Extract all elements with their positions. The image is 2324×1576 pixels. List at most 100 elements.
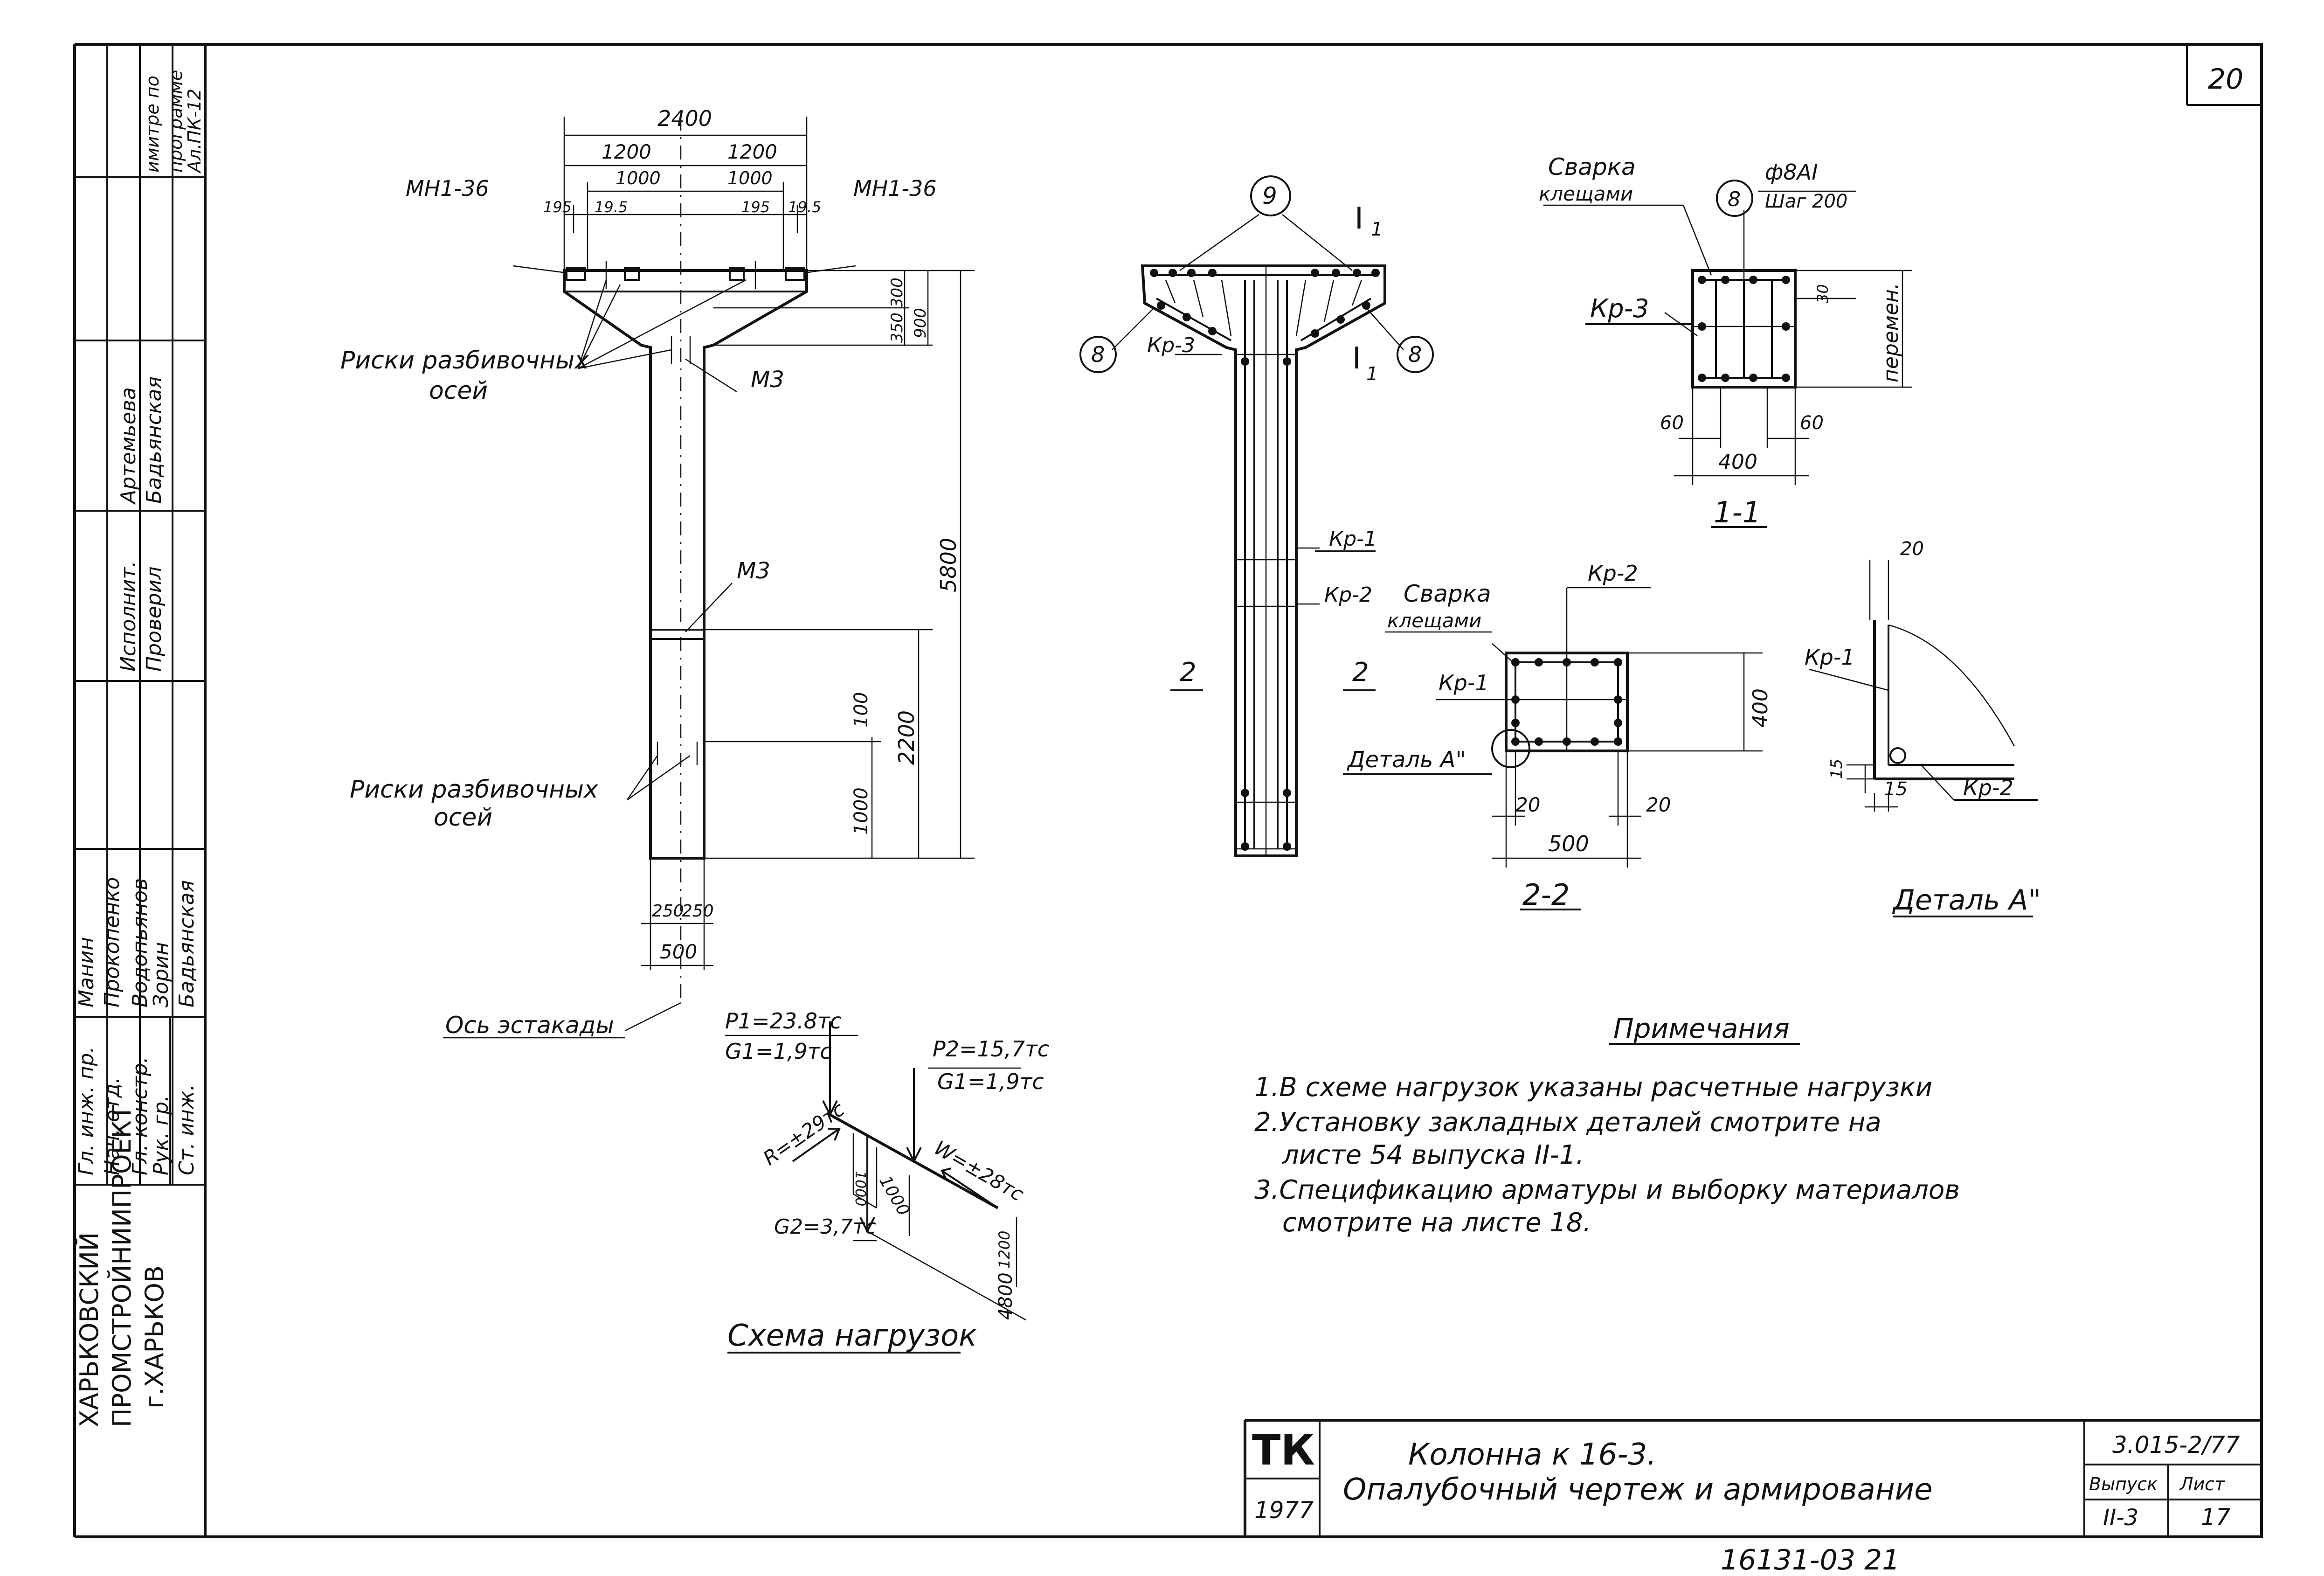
section-1-1-drawing xyxy=(1543,190,1912,528)
s11-weld: Сварка xyxy=(1548,153,1636,181)
marker-9-circle xyxy=(1250,175,1291,216)
ls-p1: P1=23.8тс xyxy=(725,1008,842,1034)
ls-title: Схема нагрузок xyxy=(727,1319,977,1353)
section-2-left: 2 xyxy=(1180,657,1197,687)
s22-dim-20-right: 20 xyxy=(1646,793,1671,816)
dim-250-right: 250 xyxy=(682,902,714,921)
s11-dim-60-left: 60 xyxy=(1660,412,1684,434)
tb-line1: Колонна к 16-3. xyxy=(1408,1437,1657,1472)
dim-5800: 5800 xyxy=(936,538,961,592)
tb-line2: Опалубочный чертеж и армирование xyxy=(1343,1472,1933,1507)
side-stamp xyxy=(75,44,205,1186)
load-scheme-drawing xyxy=(725,1021,1026,1354)
s11-pitch: Шаг 200 xyxy=(1765,191,1847,212)
s22-weld-2: клещами xyxy=(1387,609,1481,632)
ls-g2: G2=3,7тс xyxy=(774,1215,876,1239)
sheet-frame xyxy=(73,43,2263,1538)
tb-list-label: Лист xyxy=(2179,1474,2226,1494)
kr3-label-view: Кр-3 xyxy=(1147,333,1195,357)
section-2-2-drawing xyxy=(1436,587,1763,910)
stamp-frag-6: программе xyxy=(166,70,186,173)
note-1: 1.В схеме нагрузок указаны расчетные наг… xyxy=(1254,1072,1932,1103)
stamp-role-1: Гл. инж. пр. xyxy=(75,1047,98,1175)
s11-dim-60-right: 60 xyxy=(1800,412,1824,434)
note-2: 2.Установку закладных деталей смотрите н… xyxy=(1254,1107,1881,1138)
da-kr2: Кр-2 xyxy=(1963,775,2013,800)
dim-1200-right: 1200 xyxy=(727,140,777,163)
section-mark-top: I xyxy=(1355,201,1363,236)
s22-dim-20-left: 20 xyxy=(1515,793,1540,816)
dim-19.5-right: 19.5 xyxy=(788,198,821,216)
stamp-frag-5: имитре по xyxy=(142,76,163,173)
stamp-org-3: г.ХАРЬКОВ xyxy=(140,1265,169,1409)
dim-2400: 2400 xyxy=(657,106,712,131)
stamp-name-5: Бадьянская xyxy=(175,880,199,1007)
stamp-frag-2: Проверил xyxy=(142,566,166,672)
marker-8-left: 8 xyxy=(1091,342,1105,367)
embed-label-left: МН1-36 xyxy=(406,176,489,201)
dim-350: 350 xyxy=(888,312,906,343)
da-dim-20: 20 xyxy=(1900,538,1924,560)
embed-label-right: МН1-36 xyxy=(853,176,937,201)
da-dim-15-h: 15 xyxy=(1884,778,1908,800)
title-block xyxy=(1244,1419,2262,1537)
marker-8-right-circle xyxy=(1397,336,1434,373)
s11-kr3: Кр-3 xyxy=(1590,294,1649,323)
section-mark-top-sub: 1 xyxy=(1371,219,1383,240)
m3-label-top: М3 xyxy=(751,367,784,393)
m3-label-mid: М3 xyxy=(737,558,770,584)
s22-dim-400: 400 xyxy=(1749,688,1772,728)
stamp-role-5: Ст. инж. xyxy=(175,1084,199,1175)
stamp-frag-7: Ал.ПК-12 xyxy=(184,89,205,174)
stamp-frag-1: Исполнит. xyxy=(117,561,140,672)
reinforcement-dots xyxy=(1150,269,1380,851)
stamp-frag-3: Артемьева xyxy=(117,387,140,505)
ls-d1: 1000 xyxy=(852,1171,868,1206)
da-dim-15-v: 15 xyxy=(1827,759,1846,779)
note-3b: смотрите на листе 18. xyxy=(1282,1208,1591,1238)
tb-vypusk-label: Выпуск xyxy=(2089,1474,2158,1494)
stamp-frag-4: Бадьянская xyxy=(142,376,166,504)
stamp-org-1: ХАРЬКОВСКИЙ xyxy=(75,1232,104,1427)
dim-195-right: 195 xyxy=(741,198,770,216)
s11-variable: перемен. xyxy=(1879,283,1903,382)
column-elevation xyxy=(512,117,975,1032)
dim-900: 900 xyxy=(911,308,930,338)
archive-number: 16131-03 21 xyxy=(1721,1544,1900,1576)
stamp-name-3: Водопьянов xyxy=(128,878,152,1007)
dim-250-left: 250 xyxy=(652,902,684,921)
dim-19.5-left: 19.5 xyxy=(595,198,628,216)
da-title: Деталь А" xyxy=(1892,884,2041,916)
stamp-name-1: Манин xyxy=(75,937,98,1007)
marker-8-right: 8 xyxy=(1408,342,1422,367)
axis-marks-label-top-2: осей xyxy=(429,377,488,405)
page-number: 20 xyxy=(2208,63,2243,96)
s22-kr2: Кр-2 xyxy=(1588,561,1638,586)
dim-1000-left: 1000 xyxy=(616,168,661,188)
section-1-1-dots xyxy=(1698,276,1790,382)
s11-marker: 8 xyxy=(1728,187,1741,211)
tb-vypusk: II-3 xyxy=(2103,1505,2138,1531)
dim-1000-right: 1000 xyxy=(727,168,773,188)
ls-g1-right: G1=1,9тс xyxy=(937,1069,1044,1094)
kr2-label-view: Кр-2 xyxy=(1324,583,1372,607)
dim-500-bottom: 500 xyxy=(660,940,697,963)
s11-weld-2: клещами xyxy=(1539,182,1633,205)
s22-kr1: Кр-1 xyxy=(1439,670,1489,695)
ls-d2: 1000 xyxy=(875,1173,913,1219)
dim-2200: 2200 xyxy=(894,710,919,765)
section-2-right: 2 xyxy=(1352,657,1369,687)
s22-detail: Деталь А" xyxy=(1347,747,1466,773)
axis-marks-label-bottom-2: осей xyxy=(434,804,492,832)
s11-dim-30: 30 xyxy=(1814,284,1832,303)
stamp-role-3: Гл. констр. xyxy=(128,1056,152,1175)
section-mark-bottom-sub: 1 xyxy=(1366,363,1378,385)
ls-g1-left: G1=1,9тс xyxy=(725,1039,832,1064)
s22-weld: Сварка xyxy=(1404,580,1491,607)
section-2-2-dots xyxy=(1511,658,1622,746)
kr1-label-view: Кр-1 xyxy=(1329,527,1377,551)
axis-line-label: Ось эстакады xyxy=(445,1012,614,1039)
note-2b: листе 54 выпуска II-1. xyxy=(1282,1140,1584,1170)
stamp-name-4: Зорин xyxy=(149,942,173,1007)
ls-d3: 1200 xyxy=(996,1231,1013,1269)
